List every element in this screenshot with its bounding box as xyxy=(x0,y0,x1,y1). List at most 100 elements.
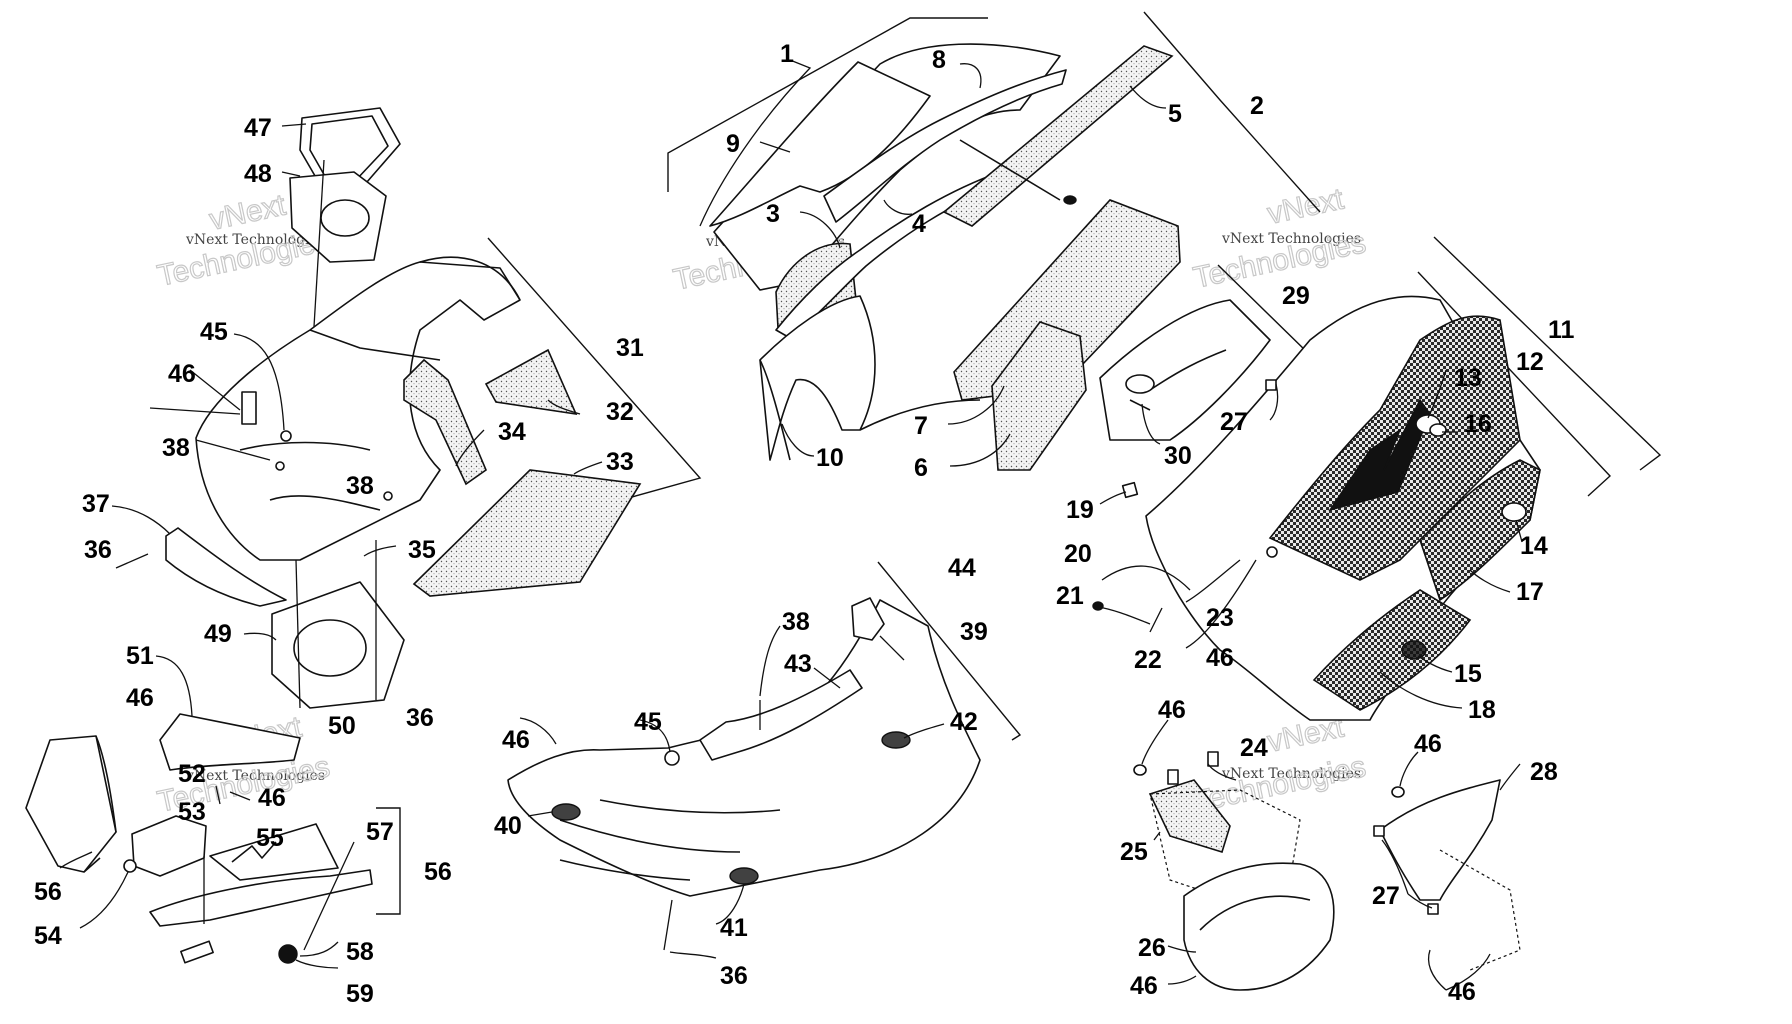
leader xyxy=(527,811,553,817)
leader xyxy=(195,439,271,461)
callout-45b: 45 xyxy=(634,708,662,736)
callout-3: 3 xyxy=(766,200,780,228)
bracket-39 xyxy=(877,561,1022,741)
knob-59 xyxy=(278,944,298,964)
leader-36c xyxy=(663,899,673,951)
callout-45: 45 xyxy=(200,318,228,346)
leader-22 xyxy=(1149,607,1163,633)
leader xyxy=(1379,671,1463,709)
callout-10: 10 xyxy=(816,444,844,472)
leader xyxy=(519,717,557,745)
leader xyxy=(669,951,717,959)
callout-48: 48 xyxy=(244,160,272,188)
clip-27c xyxy=(1427,903,1439,915)
leader xyxy=(1469,569,1511,593)
belly-pan-assembly xyxy=(507,597,981,951)
tie-4 xyxy=(959,139,1061,201)
tray-56 xyxy=(209,823,339,881)
leader xyxy=(903,723,945,739)
leader xyxy=(1153,831,1161,841)
leader xyxy=(1381,839,1409,895)
callout-46e: 46 xyxy=(1206,644,1234,672)
leader xyxy=(281,171,301,177)
leader xyxy=(1167,945,1197,953)
foam-strip-5 xyxy=(942,45,1174,227)
leader xyxy=(243,632,277,641)
callout-18: 18 xyxy=(1468,696,1496,724)
watermark-small: vNext Technologies xyxy=(185,768,325,784)
panel-28 xyxy=(1379,779,1501,901)
callout-20: 20 xyxy=(1064,540,1092,568)
callout-27b: 27 xyxy=(1372,882,1400,910)
clip-4 xyxy=(1063,195,1077,205)
lower-left-assembly xyxy=(25,713,373,964)
leader xyxy=(715,883,745,925)
bracket-1 xyxy=(667,17,988,192)
callout-47: 47 xyxy=(244,114,272,142)
callout-17: 17 xyxy=(1516,578,1544,606)
callout-36b: 36 xyxy=(406,704,434,732)
leader xyxy=(1427,949,1447,991)
decal-9 xyxy=(709,61,931,227)
pad-41 xyxy=(729,867,759,885)
leader-57 xyxy=(303,841,355,951)
leader xyxy=(1417,655,1453,673)
lower-right-assembly xyxy=(1133,751,1521,991)
callout-36c: 36 xyxy=(720,962,748,990)
callout-54: 54 xyxy=(34,922,62,950)
pad-40 xyxy=(551,803,581,821)
belly-pan-ribs xyxy=(559,799,781,881)
callout-37: 37 xyxy=(82,490,110,518)
clip-24b xyxy=(1207,751,1219,767)
callout-6: 6 xyxy=(914,454,928,482)
callout-23: 23 xyxy=(1206,604,1234,632)
leader-lines xyxy=(59,59,1523,991)
leader xyxy=(363,545,397,557)
plate-55 xyxy=(180,940,214,964)
leader xyxy=(229,791,251,801)
leader xyxy=(1427,369,1447,419)
leader xyxy=(281,123,307,127)
fastener-46 xyxy=(241,391,257,425)
washer-54 xyxy=(123,859,137,873)
pad-42 xyxy=(881,731,911,749)
callout-15: 15 xyxy=(1454,660,1482,688)
callout-53: 53 xyxy=(178,798,206,826)
grommet-45b xyxy=(664,750,680,766)
bracket-58 xyxy=(149,869,373,927)
callout-12: 12 xyxy=(1516,348,1544,376)
hood-assembly xyxy=(709,43,1181,471)
foam-33 xyxy=(412,469,642,597)
inner-panel-29-detail xyxy=(1129,349,1227,411)
panel-51 xyxy=(159,713,301,771)
callout-27: 27 xyxy=(1220,408,1248,436)
callout-49: 49 xyxy=(204,620,232,648)
leader xyxy=(59,851,93,869)
side-panel-10-outline xyxy=(759,359,981,461)
clip-27 xyxy=(1265,379,1277,391)
leader xyxy=(959,63,982,89)
side-37 xyxy=(165,527,287,607)
bolt-38b xyxy=(275,461,285,471)
bracket-11 xyxy=(1433,236,1662,471)
fastener-46c xyxy=(1133,764,1147,776)
leader xyxy=(813,667,841,689)
callout-35: 35 xyxy=(408,536,436,564)
clip-27b xyxy=(1373,825,1385,837)
foam-32 xyxy=(484,348,578,416)
callout-14: 14 xyxy=(1520,532,1548,560)
leader-36a xyxy=(115,553,149,569)
foam-block-7 xyxy=(953,199,1181,401)
leader xyxy=(295,959,339,969)
callout-38b: 38 xyxy=(346,472,374,500)
leader xyxy=(1185,559,1257,649)
leader xyxy=(639,719,671,753)
panel-56-edge xyxy=(83,735,117,873)
leader xyxy=(573,461,603,475)
watermark-small: vNext Technologies xyxy=(185,232,325,248)
bolt-38 xyxy=(383,491,393,501)
clip-24a xyxy=(1167,769,1179,785)
leader xyxy=(1499,763,1521,791)
plate-49 xyxy=(271,581,405,709)
foam-block-6 xyxy=(991,321,1087,471)
